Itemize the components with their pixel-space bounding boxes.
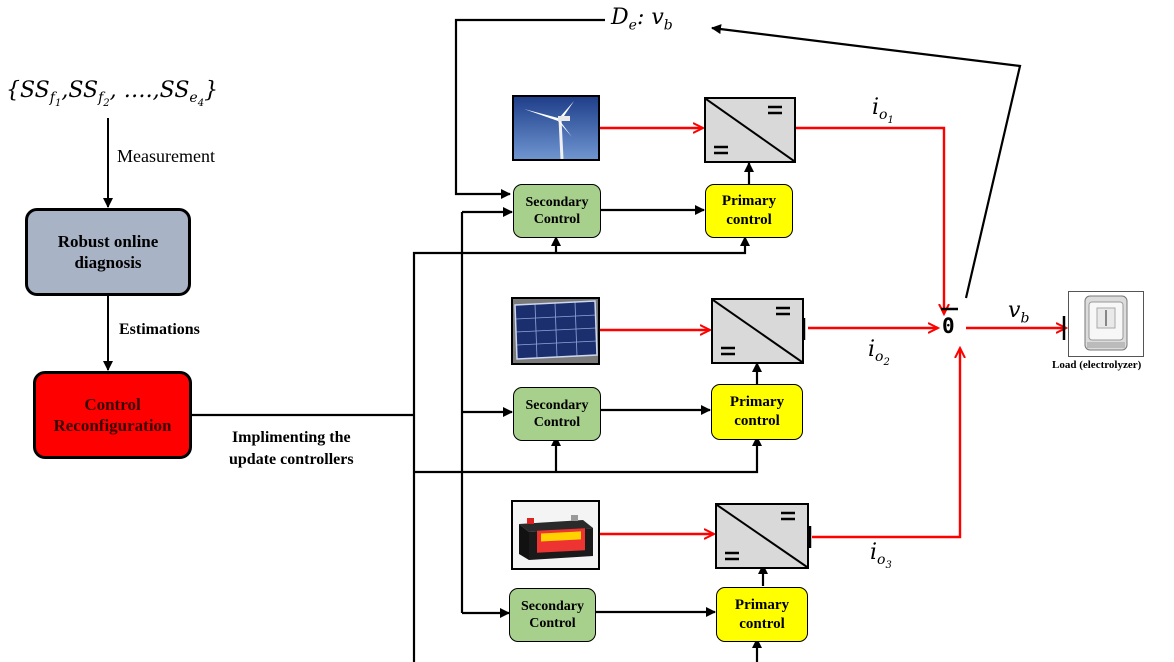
electrolyzer-icon bbox=[1068, 291, 1144, 357]
converter-icon bbox=[716, 504, 808, 568]
feedback-label: De: vb bbox=[611, 5, 673, 34]
estimations-label: Estimations bbox=[119, 321, 200, 338]
bus-voltage-label: vb bbox=[1008, 298, 1030, 327]
converter-1 bbox=[704, 97, 796, 163]
signature-set: {SSf1,SSf2, ….,SSe4} bbox=[6, 78, 219, 110]
current-label-2: io2 bbox=[868, 337, 890, 369]
solar-panel-icon bbox=[511, 297, 600, 365]
bus-node: 0 bbox=[942, 314, 955, 338]
measurement-label: Measurement bbox=[117, 146, 215, 166]
converter-icon bbox=[705, 98, 795, 162]
converter-2 bbox=[711, 298, 804, 364]
battery-icon bbox=[511, 500, 600, 570]
load-label: Load (electrolyzer) bbox=[1052, 359, 1142, 371]
converter-3 bbox=[715, 503, 809, 569]
converter-icon bbox=[712, 299, 803, 363]
current-label-1: io1 bbox=[872, 95, 894, 127]
wind-turbine-icon bbox=[512, 95, 600, 161]
current-label-3: io3 bbox=[870, 540, 892, 572]
